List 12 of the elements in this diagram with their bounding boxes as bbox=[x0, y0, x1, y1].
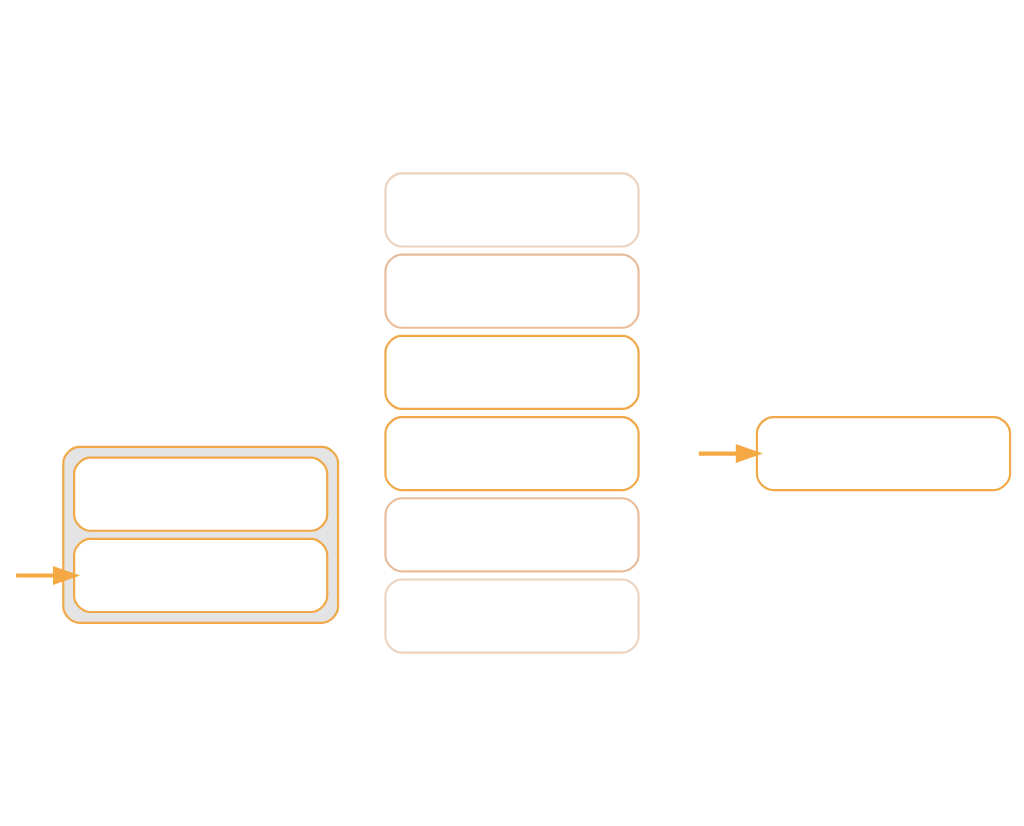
cluster bbox=[62, 445, 340, 624]
node-box bbox=[755, 415, 1012, 492]
node-box bbox=[384, 578, 640, 654]
node-box bbox=[73, 537, 329, 614]
arrow bbox=[698, 444, 763, 464]
node-box bbox=[384, 415, 640, 492]
arrow bbox=[16, 565, 81, 585]
node-box bbox=[73, 456, 329, 532]
node-box bbox=[384, 172, 640, 248]
node-box bbox=[384, 497, 640, 573]
node-box bbox=[384, 253, 640, 329]
node-box bbox=[384, 334, 640, 411]
